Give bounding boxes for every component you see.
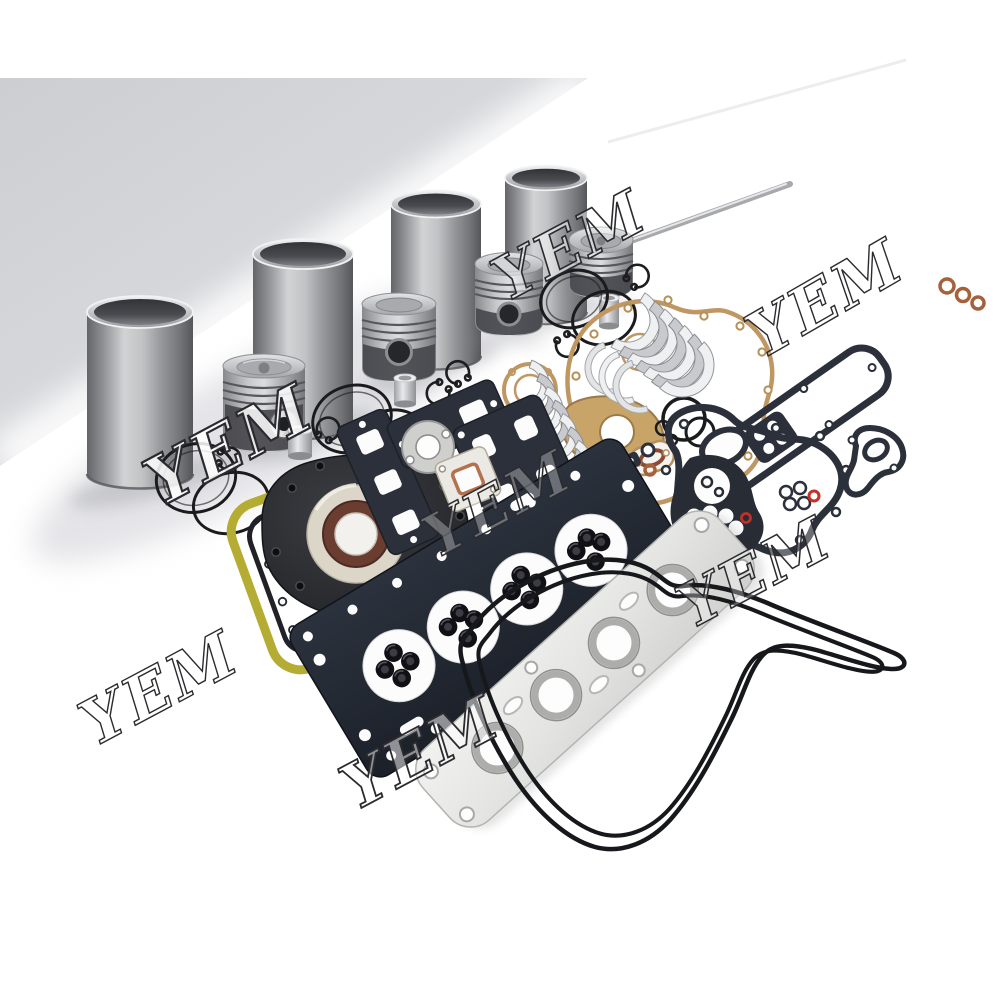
water-outlet-gasket: [842, 424, 907, 498]
red-seal-ring-2: [740, 512, 752, 524]
port-gasket-1: [336, 408, 440, 556]
push-rod: [614, 181, 793, 249]
small-port-circles: [778, 480, 812, 512]
piston-1: [222, 353, 306, 452]
cylinder-liner-1: [85, 295, 195, 490]
valve-cover-gasket: [458, 557, 907, 852]
piston-4: [568, 226, 634, 298]
exhaust-gasket-slots: [502, 591, 640, 716]
piston-2: [361, 292, 437, 382]
piston-pin-2: [393, 373, 417, 408]
piston-pin-1: [287, 425, 313, 460]
backdrop-crease: [607, 58, 907, 144]
exhaust-manifold-gasket: [415, 510, 765, 829]
piston-3: [474, 252, 544, 336]
egr-gasket: [434, 446, 502, 512]
seal-center: [334, 512, 378, 556]
exhaust-gasket-bolt-holes: [422, 516, 750, 823]
round-plate-gasket: [401, 420, 455, 474]
red-seal-ring-1: [807, 489, 821, 503]
